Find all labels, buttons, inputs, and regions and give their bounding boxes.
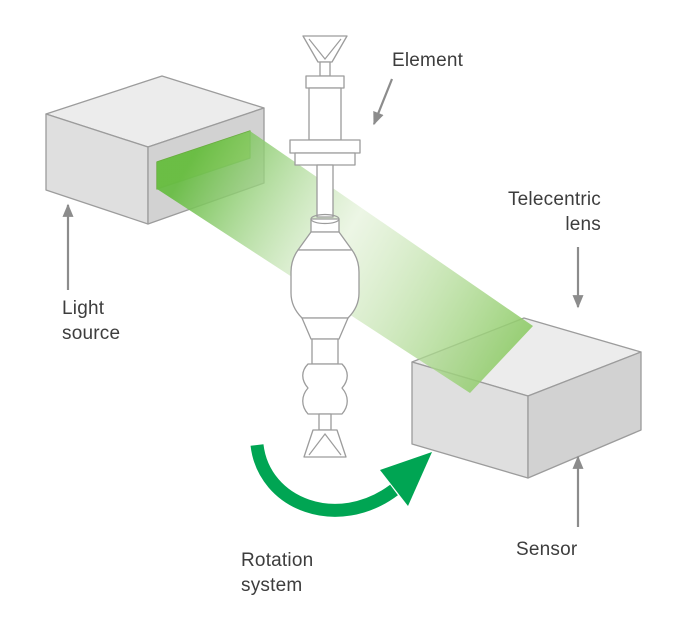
rotation-arrow <box>250 443 432 517</box>
element-bobbin <box>302 363 348 415</box>
measured-element <box>289 35 361 458</box>
element-pointer-arrow <box>372 78 394 126</box>
element-barrel <box>290 249 360 319</box>
element-bottom-bell-inner <box>308 433 342 456</box>
element-upper-shaft <box>316 164 334 218</box>
element-bottom-bell <box>303 429 347 458</box>
element-upper-cylinder <box>308 87 342 141</box>
rotation-system-label: Rotation system <box>241 550 314 597</box>
element-label: Element <box>392 50 464 71</box>
element-lower-taper <box>301 317 349 340</box>
element-upper-ring <box>305 75 345 89</box>
rotation-arrow-head <box>380 452 432 506</box>
sensor-box <box>411 317 642 479</box>
element-flange-upper <box>289 139 361 154</box>
element-bottom-neck <box>318 413 332 431</box>
sensor-label: Sensor <box>516 539 578 560</box>
element-mid-cup <box>310 218 340 233</box>
telecentric-lens-label: Telecentric lens <box>507 189 601 236</box>
pointer-arrows <box>62 78 584 527</box>
rotation-arrow-arc <box>250 443 398 517</box>
element-lower-shaft <box>311 338 339 365</box>
light-source-label: Light source <box>62 298 121 345</box>
element-top-funnel <box>302 35 348 63</box>
element-flange-lower <box>294 152 356 166</box>
element-top-funnel-inner <box>308 38 342 60</box>
element-mid-cup-opening <box>310 213 340 225</box>
sensor-box-side <box>527 351 642 479</box>
element-top-neck <box>319 61 331 77</box>
